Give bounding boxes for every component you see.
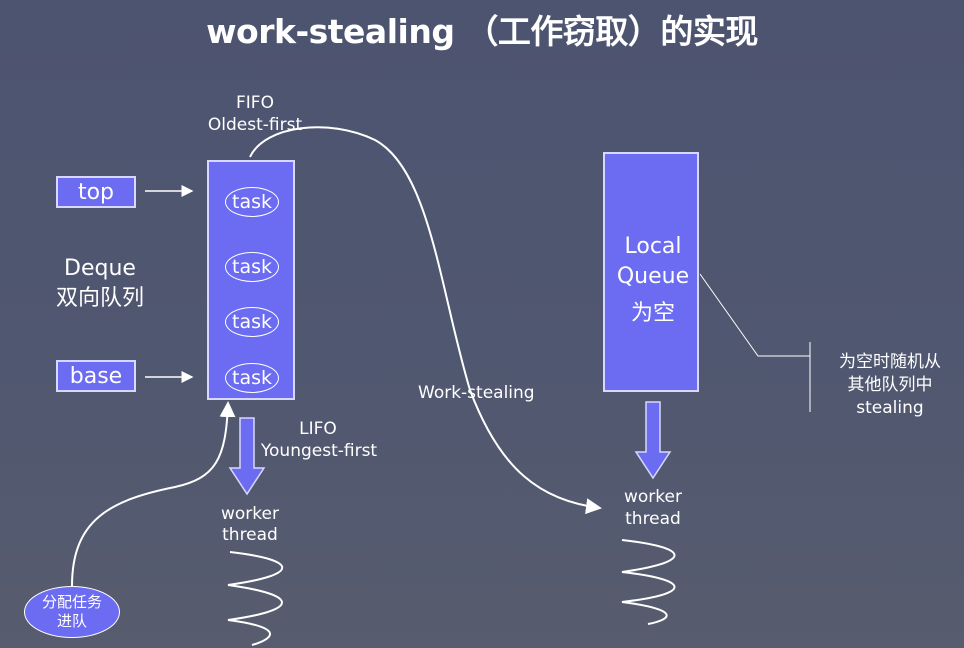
note-line2: 其他队列中 <box>847 375 933 395</box>
deque-box: task task task task <box>207 160 295 400</box>
base-label-box: base <box>56 360 136 392</box>
task-item: task <box>225 307 279 337</box>
lifo-label: LIFO <box>299 419 337 439</box>
local-queue-down-arrow <box>634 401 672 480</box>
assign-task-ellipse: 分配任务 进队 <box>24 586 120 638</box>
right-worker-sub-label: thread <box>625 509 681 529</box>
local-queue-box: Local Queue 为空 <box>603 152 699 392</box>
enqueue-curve <box>71 401 236 587</box>
local-queue-line3: 为空 <box>630 301 675 326</box>
lifo-sub-label: Youngest-first <box>260 441 378 461</box>
top-label-box: top <box>56 176 136 208</box>
base-label: base <box>69 363 123 389</box>
note-connector-line <box>699 273 810 357</box>
assign-line2: 进队 <box>56 612 87 630</box>
left-worker-sub-label: thread <box>222 525 278 545</box>
top-label: top <box>77 179 115 205</box>
deque-down-arrow <box>228 417 266 496</box>
deque-name: Deque <box>64 256 136 281</box>
worker-spring-right <box>621 539 676 625</box>
right-worker-label: worker <box>624 487 682 507</box>
work-stealing-curve <box>249 126 602 515</box>
task-item: task <box>225 252 279 282</box>
work-stealing-label: Work-stealing <box>418 383 535 403</box>
left-worker-label: worker <box>221 504 279 524</box>
task-item: task <box>225 363 279 393</box>
note-line3: stealing <box>856 398 924 418</box>
fifo-label: FIFO <box>236 93 274 113</box>
worker-spring-left <box>227 551 283 646</box>
local-queue-line2: Queue <box>616 264 690 289</box>
local-queue-line1: Local <box>624 234 682 259</box>
fifo-sub-label: Oldest-first <box>207 115 303 135</box>
deque-name-cn: 双向队列 <box>55 286 144 311</box>
page-title: work-stealing （工作窃取）的实现 <box>206 12 758 51</box>
assign-line1: 分配任务 <box>41 592 102 611</box>
task-item: task <box>225 187 279 217</box>
note-line1: 为空时随机从 <box>839 352 941 372</box>
